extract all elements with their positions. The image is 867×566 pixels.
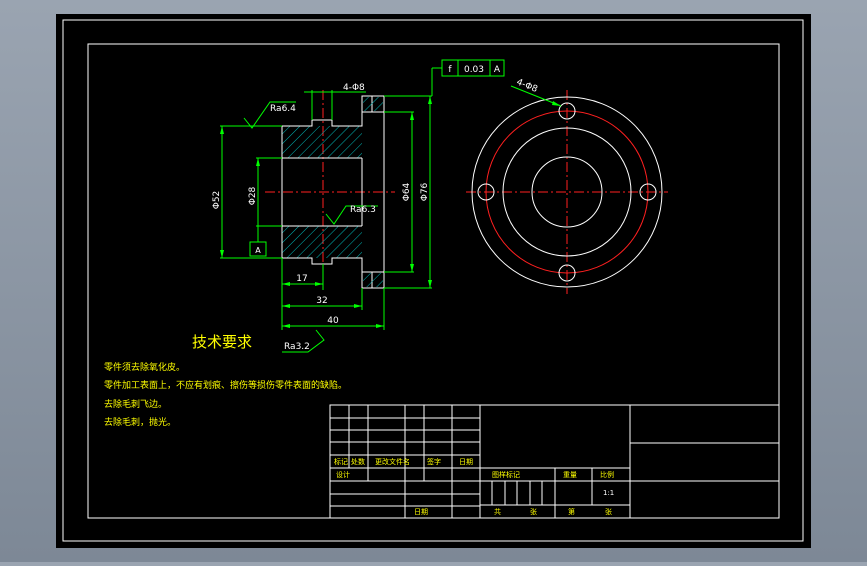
- tb-hdr-doc: 更改文件名: [375, 457, 410, 466]
- tb-scale: 比例: [600, 470, 614, 479]
- tb-page: 第: [568, 507, 575, 516]
- bolt-hole-bottom: [558, 264, 576, 282]
- geometric-tolerance-frame: f 0.03 A: [441, 59, 505, 77]
- datum-box: [249, 241, 267, 257]
- hatch-upper: [282, 126, 362, 158]
- bolt-hole-right: [639, 183, 657, 201]
- tolerance-value: 0.03: [464, 65, 484, 75]
- section-view: A f 0.03 A Ra6.4 Ra6.3 Ra3.2 4-Φ8 Φ52 Φ2…: [212, 59, 505, 353]
- dim-phi76: Φ76: [420, 182, 430, 201]
- technical-requirements: 技术要求 零件须去除氧化皮。 零件加工表面上，不应有划痕、擦伤等损伤零件表面的缺…: [104, 333, 347, 428]
- tb-hdr-date: 日期: [459, 458, 473, 466]
- dim-40: 40: [327, 316, 339, 326]
- tb-hdr-count: 处数: [351, 457, 365, 466]
- roughness-mid: Ra6.3: [350, 205, 376, 215]
- bolt-hole-left: [477, 183, 495, 201]
- tb-weight: 重量: [563, 471, 577, 479]
- roughness-top: Ra6.4: [270, 104, 296, 114]
- dim-phi52: Φ52: [212, 191, 222, 210]
- tb-page-unit: 张: [605, 507, 612, 516]
- tb-scale-value: 1:1: [603, 489, 614, 497]
- tb-sheet-unit: 张: [530, 507, 537, 516]
- roughness-bottom: Ra3.2: [284, 342, 310, 352]
- tb-date: 日期: [414, 508, 428, 516]
- dim-phi28: Φ28: [248, 186, 258, 205]
- title-block: [329, 404, 780, 519]
- hole-dim-section: 4-Φ8: [343, 83, 365, 93]
- dim-phi64: Φ64: [402, 182, 412, 201]
- outer-frame: [62, 19, 804, 542]
- bore-circle: [531, 156, 603, 228]
- outer-circle: [471, 96, 663, 288]
- tb-hdr-sign: 签字: [427, 457, 441, 466]
- tb-hdr-mark: 标记: [334, 457, 348, 466]
- datum-label: A: [255, 246, 261, 255]
- tb-total: 共: [494, 507, 501, 516]
- tb-designer: 设计: [336, 470, 350, 479]
- tech-title: 技术要求: [192, 333, 252, 351]
- bolt-hole-top: [558, 102, 576, 120]
- tech-line-3: 去除毛刺飞边。: [104, 398, 167, 410]
- hatch-lower: [282, 226, 362, 258]
- model-space: [56, 14, 811, 548]
- flange-hatch-bottom: [363, 273, 383, 287]
- hub-circle: [502, 127, 632, 257]
- tb-stage-mark: 图样标记: [492, 470, 520, 479]
- tech-line-2: 零件加工表面上，不应有划痕、擦伤等损伤零件表面的缺陷。: [104, 379, 347, 391]
- flange-hatch-top: [363, 97, 383, 111]
- dim-17: 17: [296, 274, 307, 284]
- tech-line-4: 去除毛刺，抛光。: [104, 416, 176, 428]
- dim-32: 32: [316, 296, 327, 306]
- tech-line-1: 零件须去除氧化皮。: [104, 361, 185, 373]
- tolerance-datum: A: [494, 65, 501, 75]
- tolerance-symbol: f: [448, 65, 452, 75]
- bolt-circle: [485, 110, 649, 274]
